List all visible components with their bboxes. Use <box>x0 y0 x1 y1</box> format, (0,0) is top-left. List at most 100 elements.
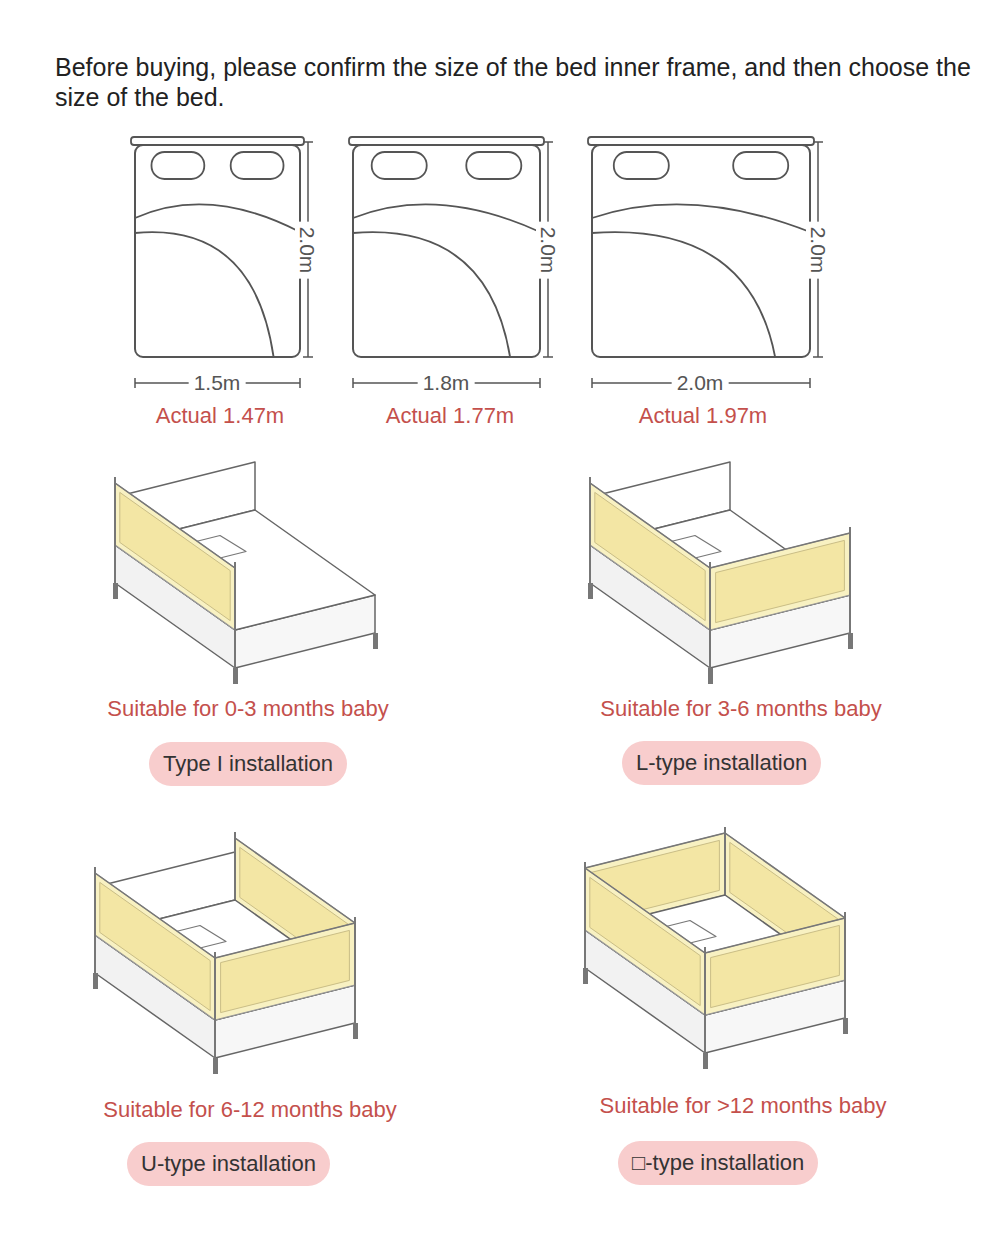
bed-leg <box>213 1058 218 1074</box>
guard-post <box>844 912 846 1018</box>
blanket-edge <box>592 204 810 232</box>
blanket-fold <box>592 232 775 357</box>
guard-mesh <box>716 540 845 622</box>
guard-rail <box>710 533 850 568</box>
headboard <box>131 137 304 145</box>
guard-post <box>354 917 356 1023</box>
guard-panel <box>590 483 710 630</box>
installation-badge: L-type installation <box>622 741 821 785</box>
guard-post <box>849 527 851 633</box>
guard-post <box>709 562 711 668</box>
guard-post <box>584 862 586 968</box>
bed-leg <box>233 668 238 684</box>
blanket-fold <box>135 232 274 357</box>
bed-leg <box>703 1053 708 1069</box>
guard-rail <box>235 838 355 923</box>
installation-badge: Type I installation <box>149 742 347 786</box>
age-caption: Suitable for 6-12 months baby <box>103 1098 397 1122</box>
guard-panel <box>115 483 235 630</box>
guard-rail <box>95 873 215 958</box>
guard-mesh <box>711 925 840 1007</box>
guard-post <box>584 862 586 968</box>
guard-panel <box>585 868 705 1015</box>
guard-rail <box>725 833 845 918</box>
badge-text: □-type installation <box>632 1149 804 1177</box>
blanket-edge <box>353 204 540 232</box>
dimension-tick <box>134 378 136 388</box>
guard-rail <box>585 833 725 868</box>
guard-post <box>234 562 236 668</box>
bed-top-view <box>592 145 810 357</box>
guard-rail <box>215 923 355 958</box>
bed-leg <box>353 1023 358 1039</box>
guard-mesh <box>595 492 705 620</box>
bed-leg <box>708 668 713 684</box>
headboard <box>349 137 544 145</box>
guard-post <box>844 912 846 1018</box>
dimension-tick <box>591 378 593 388</box>
guard-post <box>94 867 96 973</box>
guard-post <box>214 952 216 1058</box>
pillow <box>733 152 788 179</box>
badge-text: U-type installation <box>141 1150 316 1178</box>
dimension-tick <box>813 356 823 358</box>
bed-top-view <box>135 145 300 357</box>
heading: Before buying, please confirm the size o… <box>55 52 975 112</box>
dimension-label: Actual 1.97m <box>634 404 772 428</box>
guard-post <box>589 477 591 583</box>
pillow <box>614 152 669 179</box>
badge-text: L-type installation <box>636 749 807 777</box>
dimension-tick <box>543 356 553 358</box>
bed-leg <box>588 583 593 599</box>
dimension-label: 1.5m <box>189 371 246 395</box>
bed-leg <box>848 633 853 649</box>
guard-panel <box>95 873 215 1020</box>
guard-panel <box>710 533 850 630</box>
pillow <box>372 152 427 179</box>
headboard <box>588 137 814 145</box>
guard-mesh <box>590 877 700 1005</box>
guard-mesh <box>100 882 210 1010</box>
dimension-tick <box>299 378 301 388</box>
guard-post <box>709 562 711 668</box>
blanket-fold <box>353 232 510 357</box>
bed-top-view <box>353 145 540 357</box>
installation-badge: U-type installation <box>127 1142 330 1186</box>
bed-leg <box>113 583 118 599</box>
bed-leg <box>583 968 588 984</box>
badge-text: Type I installation <box>163 750 333 778</box>
dimension-tick <box>809 378 811 388</box>
guard-post <box>704 947 706 1053</box>
dimension-label: 2.0m <box>536 222 560 279</box>
pillow <box>466 152 521 179</box>
installation-badge: □-type installation <box>618 1141 818 1185</box>
guard-rail <box>590 483 710 568</box>
guard-mesh <box>221 930 350 1012</box>
dimension-tick <box>543 141 553 143</box>
pillow <box>152 152 205 179</box>
guard-post <box>114 477 116 583</box>
age-caption: Suitable for 3-6 months baby <box>600 697 881 721</box>
dimension-tick <box>303 356 313 358</box>
dimension-tick <box>303 141 313 143</box>
guard-panel <box>215 923 355 1020</box>
guard-rail <box>115 483 235 568</box>
dimension-label: 2.0m <box>672 371 729 395</box>
guard-post <box>214 952 216 1058</box>
dimension-tick <box>352 378 354 388</box>
blanket-edge <box>135 204 300 232</box>
bed-leg <box>843 1018 848 1034</box>
age-caption: Suitable for >12 months baby <box>600 1094 887 1118</box>
guard-post <box>704 947 706 1053</box>
bed-leg <box>373 633 378 649</box>
guard-rail <box>705 918 845 953</box>
pillow <box>231 152 284 179</box>
dimension-label: 2.0m <box>295 222 319 279</box>
dimension-label: 2.0m <box>806 222 830 279</box>
dimension-label: Actual 1.77m <box>381 404 519 428</box>
dimension-label: 1.8m <box>418 371 475 395</box>
guard-rail <box>585 868 705 953</box>
guard-panel <box>705 918 845 1015</box>
